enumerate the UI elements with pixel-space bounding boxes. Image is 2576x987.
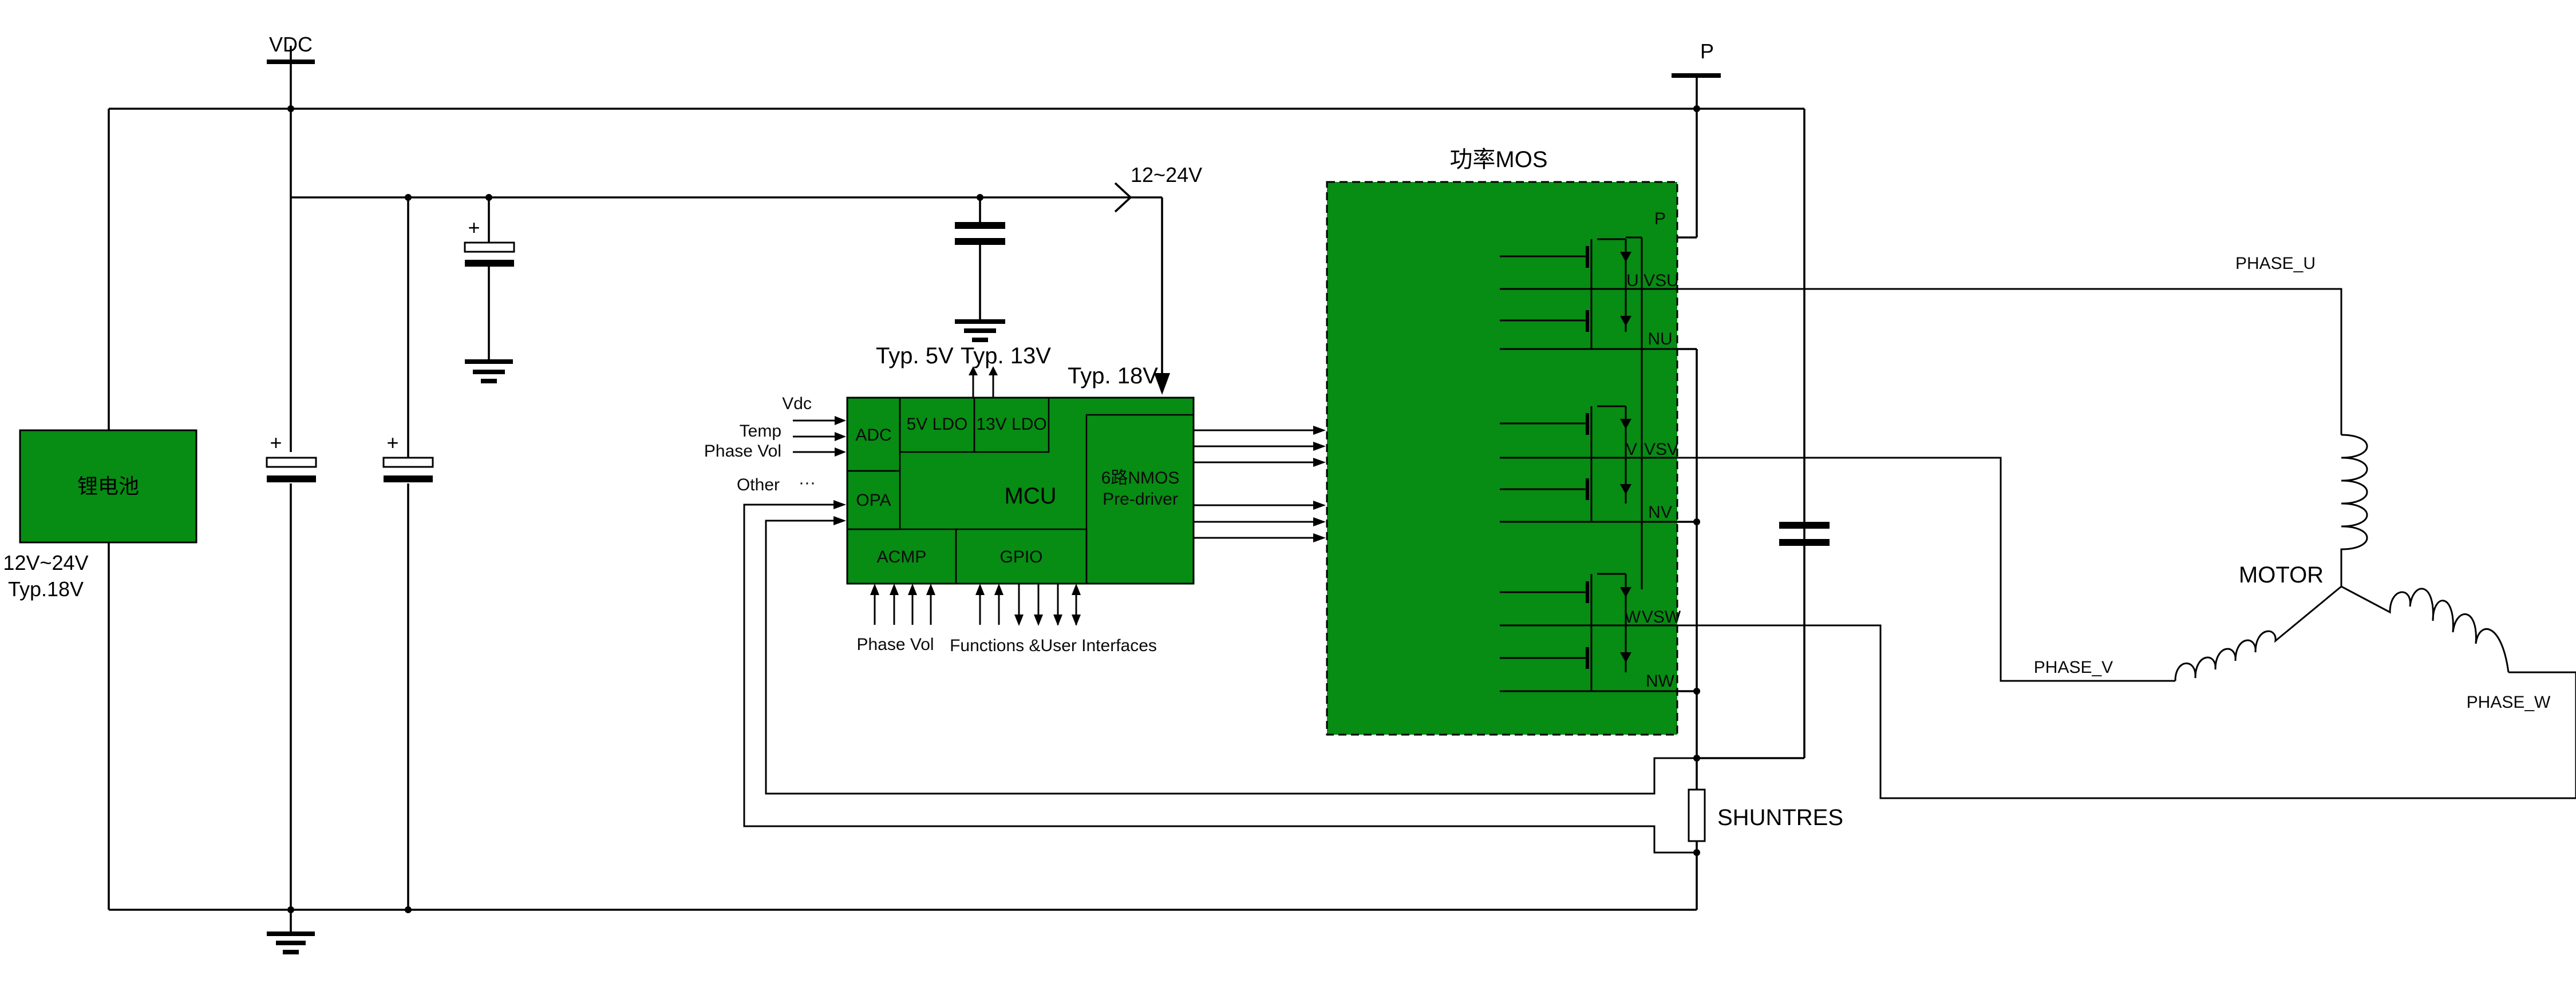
ground-icon [267,483,315,954]
gpio-arrows: Functions &User Interfaces [950,584,1157,655]
half-bridge-w: W VSW NW [1500,573,1681,692]
mcu-block: ADC OPA ACMP GPIO 5V LDO 13V LDO MCU 6路N… [846,397,1195,585]
low-side-bus [1677,348,1804,790]
predriver-label-1: 6路NMOS [1101,469,1180,487]
ldo-outputs: Typ. 5V Typ. 13V Typ. 18V [876,343,1158,398]
mos-internal-bus [1626,236,1643,589]
half-bridge-u: P U VSU NU [1500,209,1679,350]
phase-vol-arrows: Phase Vol [856,584,935,654]
bottom-rail [108,542,1698,911]
pin-vsw-label: VSW [1642,608,1681,627]
phase-w-wire: PHASE_W [1677,624,2576,799]
motor-windings: MOTOR [2174,434,2510,681]
p-terminal-label: P [1700,39,1714,63]
bulk-capacitor-1: + [266,431,317,482]
typ-5v-label: Typ. 5V [876,343,954,368]
pin-nu-label: NU [1647,330,1672,348]
pin-v-label: V [1626,440,1637,459]
input-temp-label: Temp [740,422,781,441]
input-phase-vol-label: Phase Vol [704,442,781,461]
mcu-input-arrows: Vdc Temp Phase Vol Other ··· [704,394,846,494]
supply-rail: 12~24V [291,163,1202,395]
battery-typ-label: Typ.18V [8,577,84,601]
dc-link-capacitor [1779,522,1830,546]
functions-label: Functions &User Interfaces [950,636,1157,655]
input-other-dots: ··· [799,473,816,492]
bulk-capacitor-2: + [382,197,434,910]
pin-nw-label: NW [1646,672,1675,691]
mcu-label: MCU [1004,483,1056,509]
pin-p-label: P [1654,209,1666,228]
phase-vol-bottom-label: Phase Vol [856,635,934,654]
phase-u-label: PHASE_U [2235,254,2316,273]
decoupling-capacitor [955,197,1005,342]
acmp-label: ACMP [877,548,927,566]
electrolytic-capacitor-3: + [464,197,515,383]
cap-plus-2: + [386,431,398,454]
opa-label: OPA [856,491,891,510]
phase-v-label: PHASE_V [2034,658,2113,677]
p-terminal: P [1642,39,1721,239]
motor-label: MOTOR [2239,562,2324,588]
battery-label: 锂电池 [77,474,139,498]
power-mos-label: 功率MOS [1449,147,1547,172]
typ-13v-label: Typ. 13V [961,343,1051,368]
phase-w-label: PHASE_W [2467,693,2551,712]
shunt-resistor: SHUNTRES [1688,788,1843,856]
input-vdc-label: Vdc [782,394,812,413]
input-range-label: 12~24V [1131,163,1202,187]
current-sense-feedback [743,500,1697,854]
pin-u-label: U [1626,271,1639,290]
pin-vsu-label: VSU [1643,271,1679,290]
pin-vsv-label: VSV [1644,440,1678,459]
adc-label: ADC [855,426,891,445]
battery-block: 锂电池 12V~24V Typ.18V [3,429,197,601]
gpio-label: GPIO [999,548,1042,566]
battery-range-label: 12V~24V [3,551,88,574]
cap-plus-3: + [468,216,480,239]
gate-drive-arrows [1194,426,1326,542]
power-mos-block: 功率MOS [1326,147,1678,736]
ldo-5v-label: 5V LDO [907,415,968,434]
ldo-13v-label: 13V LDO [976,415,1046,434]
predriver-label-2: Pre-driver [1103,490,1178,509]
vdc-label: VDC [269,33,313,56]
ground-icon [465,359,513,383]
junction-dots [287,105,1700,913]
half-bridge-v: V VSV NV [1500,405,1678,523]
input-other-label: Other [737,475,780,494]
top-rail [108,108,1805,758]
vdc-terminal: VDC [267,33,315,452]
shuntres-label: SHUNTRES [1717,805,1843,830]
phase-v-wire: PHASE_V [1677,457,2175,682]
pin-nv-label: NV [1648,503,1672,522]
pin-w-label: W [1625,608,1641,627]
cap-plus-1: + [270,431,282,454]
typ-18v-label: Typ. 18V [1068,363,1158,389]
phase-u-wire: PHASE_U [1677,254,2342,435]
ground-icon [955,319,1005,342]
